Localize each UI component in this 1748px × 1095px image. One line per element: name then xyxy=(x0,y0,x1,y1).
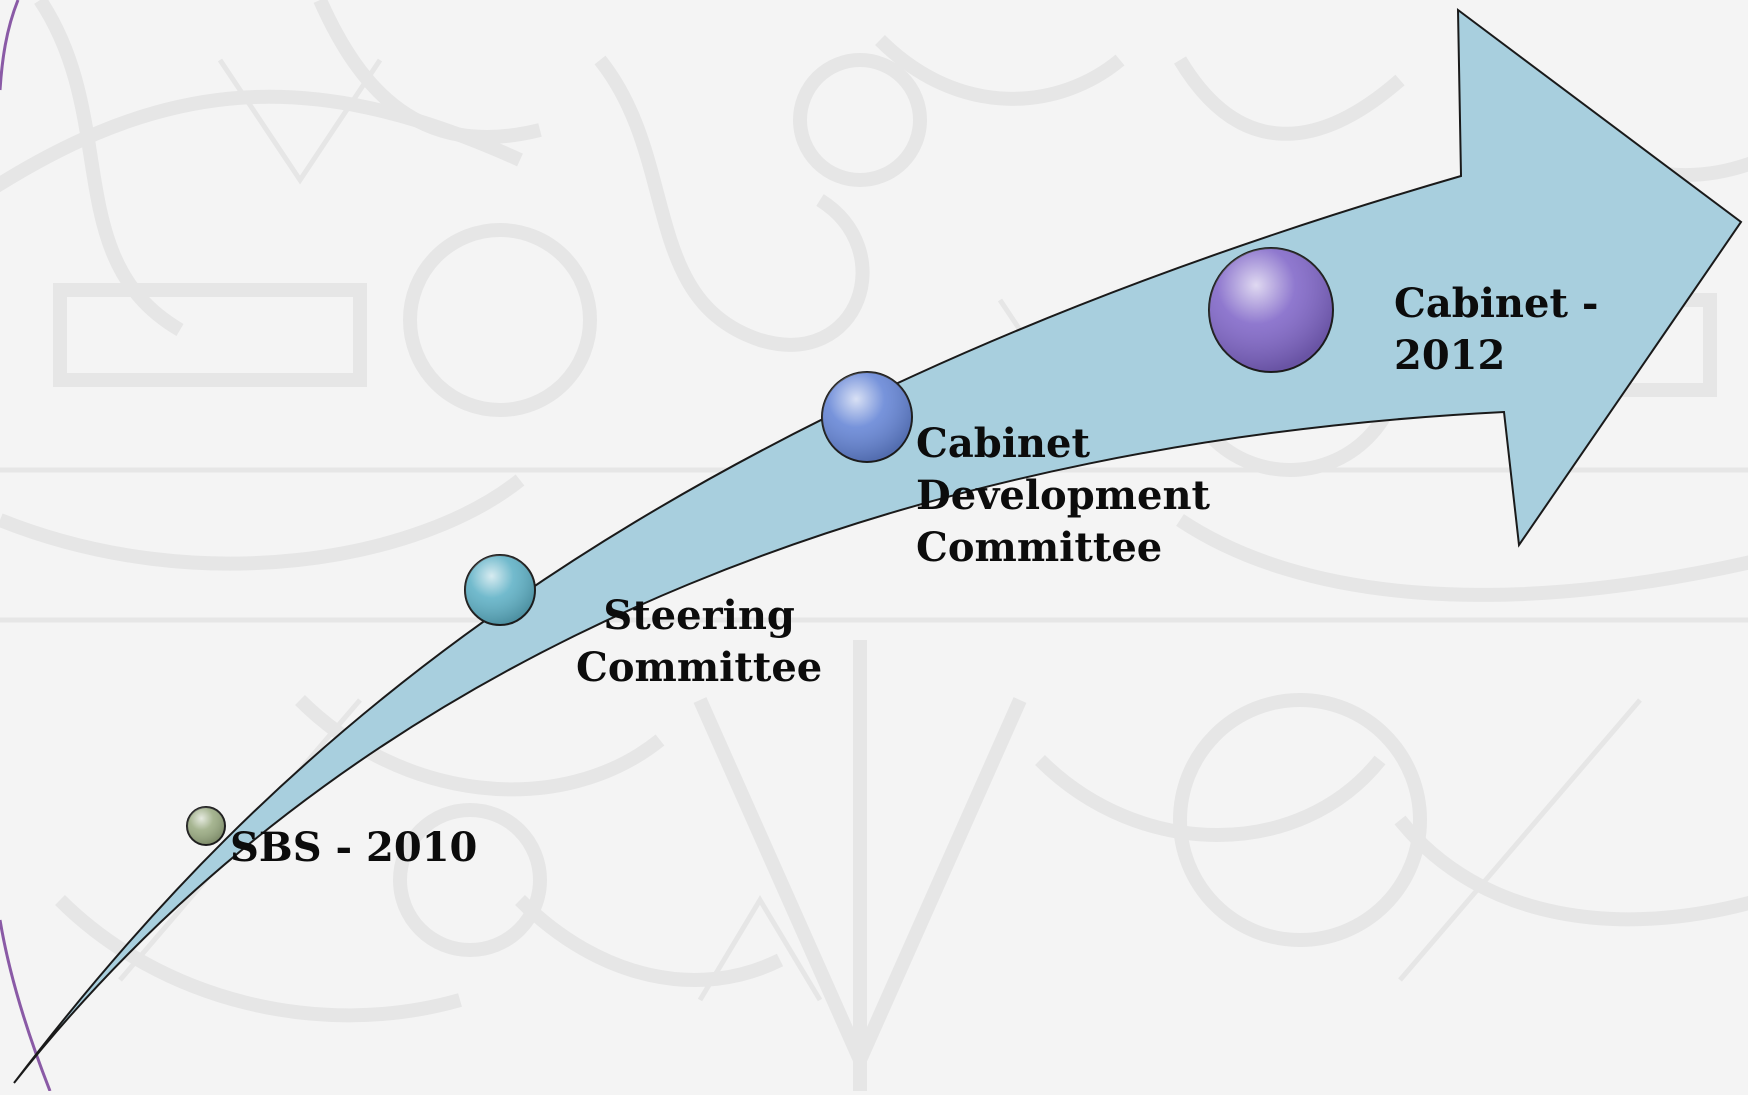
milestone-label-cabinet-development-committee: Cabinet Development Committee xyxy=(916,418,1210,574)
milestone-label-line: Cabinet xyxy=(916,420,1090,467)
milestone-orb-1 xyxy=(464,554,536,626)
milestone-orb-3 xyxy=(1208,247,1334,373)
milestone-orb-0 xyxy=(186,806,226,846)
milestone-label-line: SBS - 2010 xyxy=(230,824,478,871)
milestone-label-line: Steering xyxy=(603,592,795,639)
milestone-label-line: Cabinet - xyxy=(1394,280,1599,327)
milestone-label-line: Development xyxy=(916,472,1211,519)
border-swoosh-bottom xyxy=(0,919,52,1092)
milestone-orb-2 xyxy=(821,371,913,463)
milestone-label-line: Committee xyxy=(576,644,823,691)
milestone-label-line: 2012 xyxy=(1394,332,1506,379)
milestone-label-line: Committee xyxy=(916,524,1163,571)
milestone-label-steering-committee: Steering Committee xyxy=(576,590,822,694)
milestone-label-sbs-2010: SBS - 2010 xyxy=(230,822,477,874)
border-swoosh xyxy=(0,0,20,91)
milestone-label-cabinet-2012: Cabinet - 2012 xyxy=(1394,278,1598,382)
